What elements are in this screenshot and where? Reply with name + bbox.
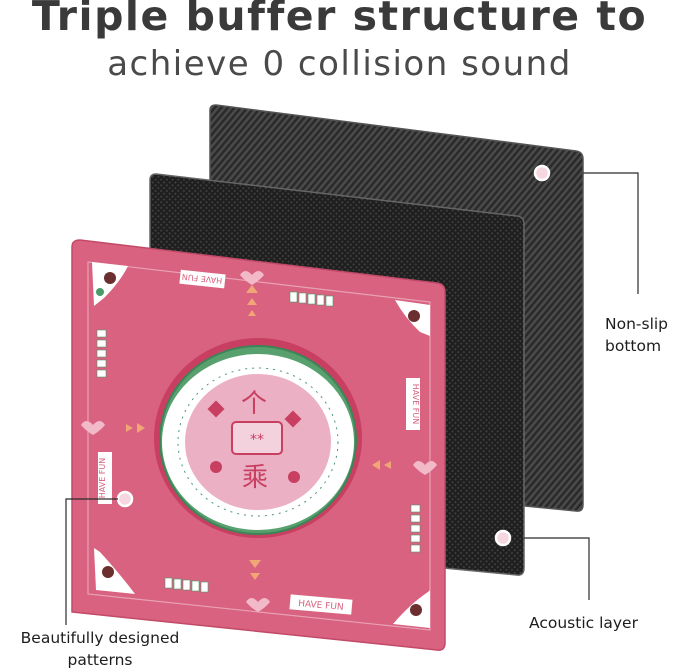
arrow-accents — [126, 285, 391, 580]
corner-ornament-bl — [94, 548, 135, 594]
corner-ornament-tr — [395, 300, 430, 336]
center-tile-text: ** — [250, 432, 264, 448]
have-fun-text: HAVE FUN — [411, 384, 420, 425]
callout-non-slip: Non-slip bottom — [605, 315, 669, 355]
corner-ornament-tl — [92, 262, 128, 306]
have-fun-label-bottom: HAVE FUN — [289, 594, 353, 615]
tile-column-right — [410, 504, 421, 553]
have-fun-label-top: HAVE FUN — [179, 269, 226, 289]
acoustic-hole — [494, 529, 512, 547]
callout-patterns: Beautifully designed patterns — [20, 629, 180, 669]
have-fun-text: HAVE FUN — [181, 272, 222, 285]
page-title: Triple buffer structure to — [31, 0, 648, 40]
center-char-bottom: 乘 — [242, 463, 268, 493]
heart-accents — [81, 271, 437, 612]
callout-acoustic-layer: Acoustic layer — [529, 614, 638, 632]
leader-non-slip — [583, 172, 639, 294]
mat-hole — [116, 490, 134, 508]
have-fun-label-right: HAVE FUN — [406, 378, 420, 430]
tile-column-left — [96, 329, 107, 378]
have-fun-text: HAVE FUN — [298, 599, 344, 613]
center-medallion: ** 个 乘 — [154, 338, 362, 538]
have-fun-text: HAVE FUN — [98, 458, 107, 499]
have-fun-label-left: HAVE FUN — [98, 452, 112, 504]
corner-ornament-br — [393, 590, 430, 628]
tile-row-top — [289, 291, 334, 307]
center-char-top: 个 — [241, 389, 267, 419]
callout-leaders — [65, 172, 639, 625]
page-subtitle: achieve 0 collision sound — [107, 44, 572, 84]
leader-acoustic — [524, 537, 590, 600]
tile-row-bottom — [164, 577, 209, 593]
pattern-mat: HAVE FUN HAVE FUN HAVE FUN HAVE FUN ** 个… — [71, 239, 446, 651]
leader-patterns — [65, 498, 118, 625]
non-slip-hole — [533, 164, 551, 182]
